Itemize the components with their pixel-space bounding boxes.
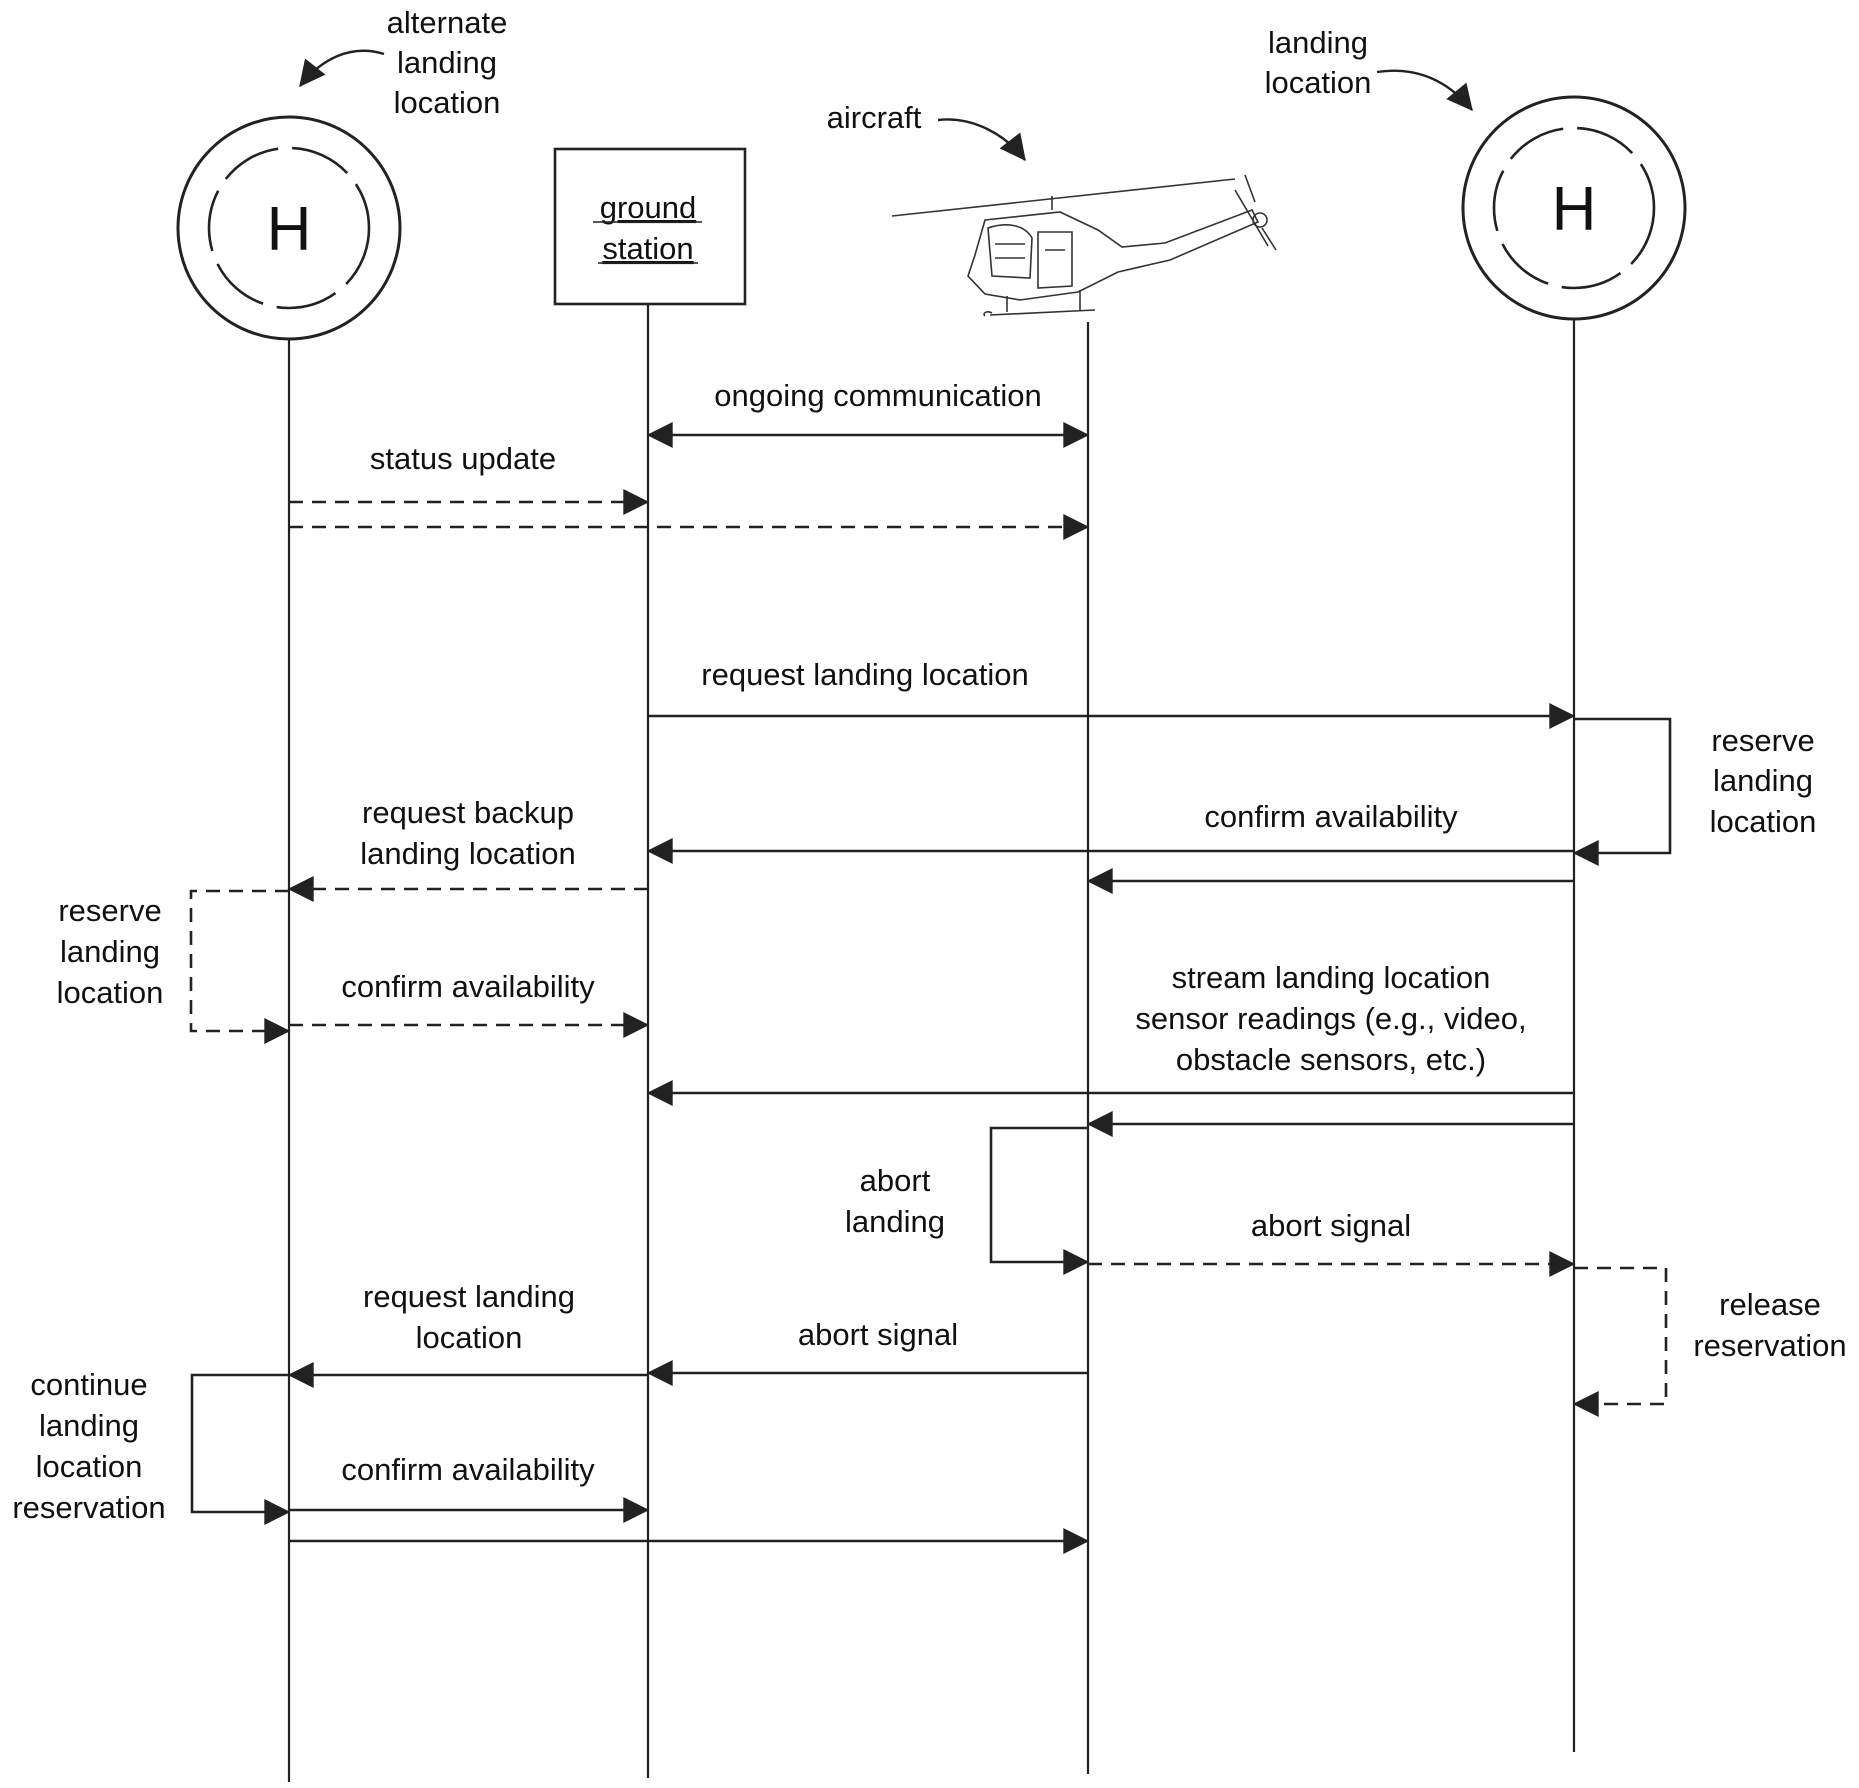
- helipad-letter: H: [1552, 175, 1597, 244]
- alternate-landing-caption-line3: location: [394, 85, 501, 120]
- self-action-label-line3: location: [36, 1449, 143, 1484]
- message-label-line2: sensor readings (e.g., video,: [1135, 1001, 1526, 1036]
- self-action-reserve-alternate: reserve landing location: [57, 891, 289, 1031]
- landing-caption-line2: location: [1265, 65, 1372, 100]
- self-action-release-reservation: release reservation: [1574, 1268, 1847, 1404]
- message-request-landing-location: request landing location: [648, 657, 1574, 716]
- self-action-reserve-primary: reserve landing location: [1574, 719, 1816, 853]
- self-action-label-line1: continue: [30, 1367, 147, 1402]
- message-request-backup: request backup landing location: [289, 795, 648, 889]
- alternate-landing-caption-line2: landing: [397, 45, 497, 80]
- self-action-label-line1: reserve: [1711, 723, 1814, 758]
- ground-station-caption-line1: ground: [600, 190, 697, 225]
- aircraft-caption: aircraft: [827, 100, 922, 135]
- helipad-letter: H: [267, 195, 312, 264]
- message-label: request landing location: [701, 657, 1028, 692]
- message-label-line2: landing location: [360, 836, 575, 871]
- self-action-abort-landing: abort landing: [845, 1128, 1088, 1262]
- landing-caption-line1: landing: [1268, 25, 1368, 60]
- message-label-line1: request landing: [363, 1279, 575, 1314]
- message-label: abort signal: [798, 1317, 958, 1352]
- participant-ground-station: ground station: [555, 149, 745, 304]
- message-confirm-availability-backup: confirm availability: [289, 969, 648, 1025]
- helicopter-icon: [892, 175, 1276, 316]
- message-label-line2: location: [416, 1320, 523, 1355]
- message-label: confirm availability: [341, 969, 595, 1004]
- message-label: confirm availability: [1204, 799, 1458, 834]
- self-action-label-line1: release: [1719, 1287, 1821, 1322]
- participant-alternate-landing-location: alternate landing location H: [178, 5, 507, 339]
- helipad-icon: H: [1463, 97, 1685, 319]
- message-abort-signal-to-landing: abort signal: [1088, 1208, 1574, 1264]
- message-stream-sensor-readings: stream landing location sensor readings …: [648, 960, 1574, 1124]
- self-action-label-line1: abort: [860, 1163, 931, 1198]
- ground-station-caption-line2: station: [602, 231, 693, 266]
- aircraft-pointer-arrow: [938, 119, 1025, 160]
- participant-aircraft: aircraft: [827, 100, 1276, 316]
- message-label-line3: obstacle sensors, etc.): [1176, 1042, 1486, 1077]
- landing-pointer-arrow: [1377, 71, 1472, 110]
- self-action-label-line2: landing: [60, 934, 160, 969]
- self-action-label-line3: location: [57, 975, 164, 1010]
- participant-landing-location: landing location H: [1265, 25, 1685, 319]
- self-action-continue-reservation: continue landing location reservation: [12, 1367, 289, 1525]
- message-confirm-availability-final: confirm availability: [289, 1452, 1088, 1541]
- message-label: abort signal: [1251, 1208, 1411, 1243]
- self-action-label-line4: reservation: [12, 1490, 165, 1525]
- message-label-line1: stream landing location: [1172, 960, 1491, 995]
- message-ongoing-communication: ongoing communication: [648, 378, 1088, 435]
- alternate-landing-caption-line1: alternate: [387, 5, 508, 40]
- self-action-label-line2: reservation: [1693, 1328, 1846, 1363]
- self-action-label-line2: landing: [39, 1408, 139, 1443]
- message-confirm-availability-primary: confirm availability: [648, 799, 1574, 881]
- message-label: confirm availability: [341, 1452, 595, 1487]
- message-label: status update: [370, 441, 556, 476]
- message-label-line1: request backup: [362, 795, 574, 830]
- self-action-label-line3: location: [1710, 804, 1817, 839]
- helipad-icon: H: [178, 117, 400, 339]
- message-label: ongoing communication: [714, 378, 1041, 413]
- self-action-label-line2: landing: [845, 1204, 945, 1239]
- message-status-update: status update: [289, 441, 1088, 527]
- message-abort-signal-to-ground: abort signal: [648, 1317, 1088, 1373]
- self-action-label-line2: landing: [1713, 763, 1813, 798]
- alternate-landing-pointer-arrow: [300, 51, 384, 86]
- self-action-label-line1: reserve: [58, 893, 161, 928]
- message-request-landing-location-alternate: request landing location: [289, 1279, 648, 1375]
